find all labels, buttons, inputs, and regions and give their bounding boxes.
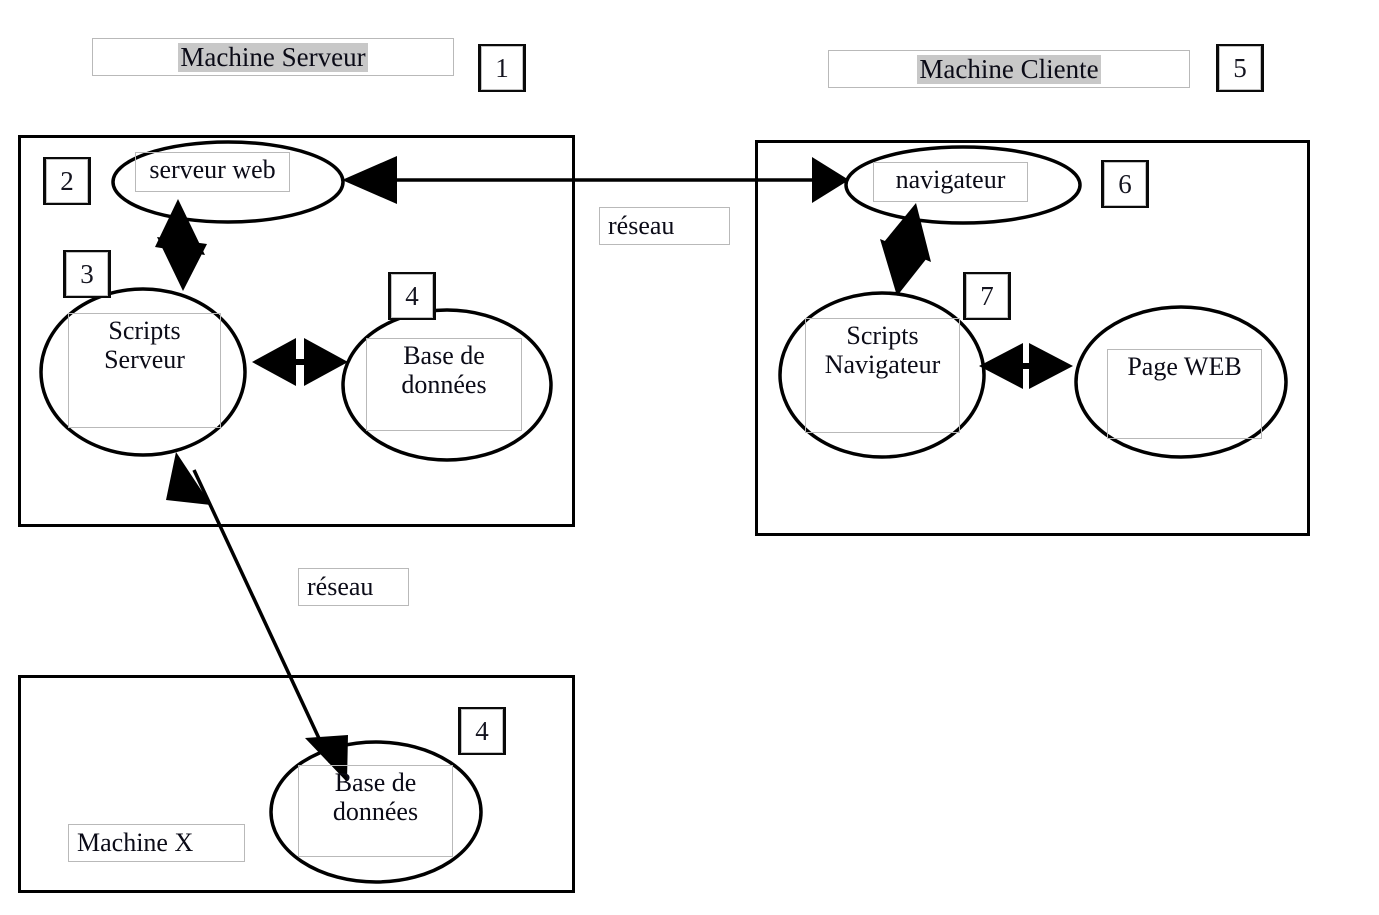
badge-navigateur: 6 bbox=[1101, 160, 1149, 208]
badge-navigateur-value: 6 bbox=[1104, 162, 1146, 206]
reseau-label-bottom: réseau bbox=[298, 568, 409, 606]
badge-serveur-web: 2 bbox=[43, 157, 91, 205]
machine-serveur-title-text: Machine Serveur bbox=[178, 41, 368, 72]
badge-machine-cliente: 5 bbox=[1216, 44, 1264, 92]
machine-cliente-title-text: Machine Cliente bbox=[917, 53, 1101, 84]
badge-machine-serveur: 1 bbox=[478, 44, 526, 92]
badge-machine-cliente-value: 5 bbox=[1219, 46, 1261, 90]
badge-scripts-serveur: 3 bbox=[63, 250, 111, 298]
badge-scripts-navigateur: 7 bbox=[963, 272, 1011, 320]
serveur-web-label: serveur web bbox=[135, 152, 290, 192]
badge-base-donnees-machinex: 4 bbox=[458, 707, 506, 755]
page-web-label: Page WEB bbox=[1107, 349, 1262, 439]
badge-serveur-web-value: 2 bbox=[46, 159, 88, 203]
scripts-serveur-label: Scripts Serveur bbox=[68, 313, 221, 428]
reseau-label-top: réseau bbox=[599, 207, 730, 245]
base-donnees-machinex-label: Base de données bbox=[298, 765, 453, 857]
badge-machine-serveur-value: 1 bbox=[481, 46, 523, 90]
scripts-navigateur-label: Scripts Navigateur bbox=[805, 318, 960, 433]
machine-x-label: Machine X bbox=[68, 824, 245, 862]
badge-base-donnees-machinex-value: 4 bbox=[461, 709, 503, 753]
badge-scripts-navigateur-value: 7 bbox=[966, 274, 1008, 318]
base-donnees-server-label: Base de données bbox=[366, 338, 522, 431]
navigateur-label: navigateur bbox=[873, 162, 1028, 202]
machine-cliente-box bbox=[755, 140, 1310, 536]
machine-x-box bbox=[18, 675, 575, 893]
badge-scripts-serveur-value: 3 bbox=[66, 252, 108, 296]
machine-cliente-title: Machine Cliente bbox=[828, 50, 1190, 88]
badge-base-donnees-server: 4 bbox=[388, 272, 436, 320]
badge-base-donnees-server-value: 4 bbox=[391, 274, 433, 318]
machine-serveur-box bbox=[18, 135, 575, 527]
machine-serveur-title: Machine Serveur bbox=[92, 38, 454, 76]
